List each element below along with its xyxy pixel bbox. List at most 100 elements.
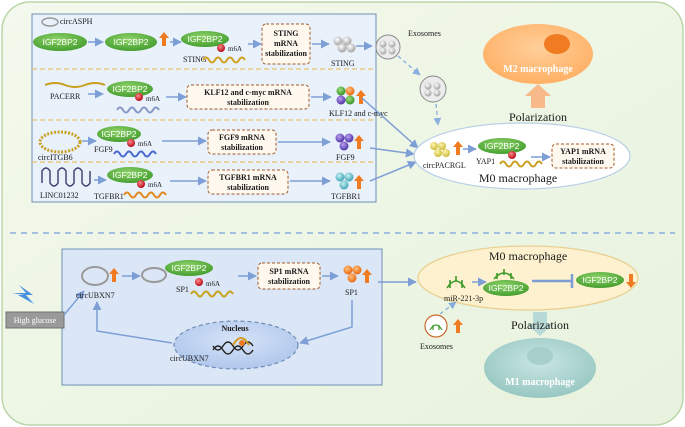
igf2bp2-label: IGF2BP2 bbox=[114, 37, 149, 47]
up-arrow-icon bbox=[453, 319, 463, 333]
m0-macrophage-top: circPACRGL IGF2BP2 YAP1 YAP1 mRNA stabil… bbox=[413, 122, 631, 190]
up-arrow-icon bbox=[159, 32, 169, 46]
m1-macrophage: M1 macrophage bbox=[484, 338, 596, 398]
box-line: stabilization bbox=[221, 143, 263, 152]
igf2bp2-pill bbox=[181, 31, 229, 47]
box-line: stabilization bbox=[562, 157, 604, 166]
sting-gene-label: STING bbox=[183, 55, 207, 64]
m6a-label: m6A bbox=[148, 181, 162, 189]
sp1-output-label: SP1 bbox=[345, 288, 358, 297]
exosomes-label: Exosomes bbox=[420, 342, 453, 351]
igf2bp2-label: IGF2BP2 bbox=[172, 263, 207, 273]
up-arrow-icon bbox=[525, 84, 551, 108]
box-line: stabilization bbox=[227, 98, 269, 107]
m1-label: M1 macrophage bbox=[505, 377, 575, 388]
box-line: KLF12 and c-myc mRNA bbox=[204, 88, 292, 97]
polarization-label: Polarization bbox=[509, 110, 567, 124]
yap1-gene-label: YAP1 bbox=[476, 157, 495, 166]
m6a-label: m6A bbox=[138, 140, 152, 148]
circpacrgl-spheres bbox=[430, 142, 450, 157]
sting-output-label: STING bbox=[331, 59, 355, 68]
circasph-label: circASPH bbox=[60, 17, 93, 26]
up-arrow-icon bbox=[356, 90, 366, 104]
igf2bp2-pill bbox=[483, 280, 529, 296]
nucleus-circubxn7-label: circUBXN7 bbox=[170, 354, 209, 363]
sting-spheres bbox=[333, 36, 356, 53]
row-linc01232: LINC01232 IGF2BP2 m6A TGFBR1 TGFBR1 mRNA… bbox=[40, 167, 364, 201]
m6a-label: m6A bbox=[228, 45, 242, 53]
high-glucose-label: High glucose bbox=[14, 316, 57, 325]
exosomes-label: Exosomes bbox=[408, 29, 441, 38]
m6a-dot bbox=[508, 151, 516, 159]
box-line: SP1 mRNA bbox=[269, 267, 309, 276]
igf2bp2-label: IGF2BP2 bbox=[43, 37, 78, 47]
box-line: stabilization bbox=[268, 277, 310, 286]
linc01232-label: LINC01232 bbox=[40, 191, 79, 200]
mirna-icon bbox=[493, 269, 515, 280]
exosome-top bbox=[375, 34, 401, 60]
mirna-icon bbox=[429, 324, 443, 331]
circrna-icon bbox=[81, 266, 109, 286]
m6a-dot bbox=[137, 180, 145, 188]
sp1-gene-label: SP1 bbox=[176, 285, 189, 294]
sting-stabilization-box bbox=[261, 23, 311, 65]
exosome-bottom: Exosomes bbox=[420, 314, 463, 351]
tgfbr1-output-label: TGFBR1 bbox=[331, 192, 361, 201]
circrna-icon bbox=[41, 17, 59, 27]
sp1-bound-dot bbox=[239, 340, 245, 346]
box-line: FGF9 mRNA bbox=[219, 133, 265, 142]
high-glucose-box bbox=[5, 311, 65, 329]
nucleus-label: Nucleus bbox=[221, 324, 248, 333]
mir-221-3p-label: miR-221-3p bbox=[444, 294, 483, 303]
m6a-dot bbox=[217, 44, 225, 52]
sp1-stabilization-box bbox=[257, 262, 321, 290]
igf2bp2-pill bbox=[107, 167, 153, 183]
m0-label: M0 macrophage bbox=[489, 249, 567, 263]
lncrna-icon bbox=[41, 167, 91, 187]
down-arrow-icon bbox=[626, 274, 636, 288]
igf2bp2-label: IGF2BP2 bbox=[188, 34, 223, 44]
up-arrow-icon bbox=[354, 135, 364, 149]
m6a-label: m6A bbox=[146, 95, 160, 103]
box-line: STING bbox=[274, 29, 299, 38]
igf2bp2-label: IGF2BP2 bbox=[113, 170, 148, 180]
yap1-stabilization-box bbox=[551, 143, 615, 169]
mirna-icon bbox=[446, 276, 466, 289]
lightning-icon bbox=[12, 285, 34, 304]
transcript-icon bbox=[232, 337, 250, 346]
igf2bp2-label: IGF2BP2 bbox=[489, 283, 524, 293]
row-circitgb6: circITGB6 IGF2BP2 m6A FGF9 FGF9 mRNA sta… bbox=[38, 126, 364, 162]
box-line: TGFBR1 mRNA bbox=[219, 173, 277, 182]
up-arrow-icon bbox=[354, 175, 364, 189]
bottom-pathway: circUBXN7 IGF2BP2 m6A SP1 SP1 mRNA stabi… bbox=[76, 260, 372, 345]
klf12-stabilization-box bbox=[186, 84, 310, 110]
klf12-output-label: KLF12 and c-myc bbox=[329, 109, 388, 118]
circrna-icon bbox=[38, 130, 82, 154]
circitgb6-label: circITGB6 bbox=[38, 153, 73, 162]
circubxn7-label: circUBXN7 bbox=[76, 291, 115, 300]
igf2bp2-pill bbox=[107, 81, 153, 97]
up-arrow-icon bbox=[362, 269, 372, 283]
pacerr-label: PACERR bbox=[50, 92, 81, 101]
igf2bp2-label: IGF2BP2 bbox=[113, 84, 148, 94]
tgfbr1-gene-label: TGFBR1 bbox=[94, 192, 124, 201]
fgf9-gene-label: FGF9 bbox=[94, 145, 113, 154]
polarization-label: Polarization bbox=[511, 318, 569, 332]
igf2bp2-pill bbox=[165, 260, 213, 276]
up-arrow-icon bbox=[109, 268, 119, 282]
row-circasph: circASPH IGF2BP2 IGF2BP2 IGF2BP2 m6A STI… bbox=[33, 17, 356, 68]
up-arrow-icon bbox=[453, 141, 463, 155]
box-line: YAP1 mRNA bbox=[560, 147, 606, 156]
fgf9-output-label: FGF9 bbox=[336, 153, 355, 162]
m6a-dot bbox=[127, 139, 135, 147]
igf2bp2-label: IGF2BP2 bbox=[102, 129, 137, 139]
m2-label: M2 macrophage bbox=[503, 64, 573, 75]
igf2bp2-pill bbox=[97, 126, 141, 142]
circpacrgl-label: circPACRGL bbox=[423, 161, 466, 170]
igf2bp2-pill bbox=[105, 33, 157, 51]
m0-label: M0 macrophage bbox=[479, 171, 557, 185]
igf2bp2-label: IGF2BP2 bbox=[485, 141, 520, 151]
tgfbr1-stabilization-box bbox=[207, 169, 289, 195]
